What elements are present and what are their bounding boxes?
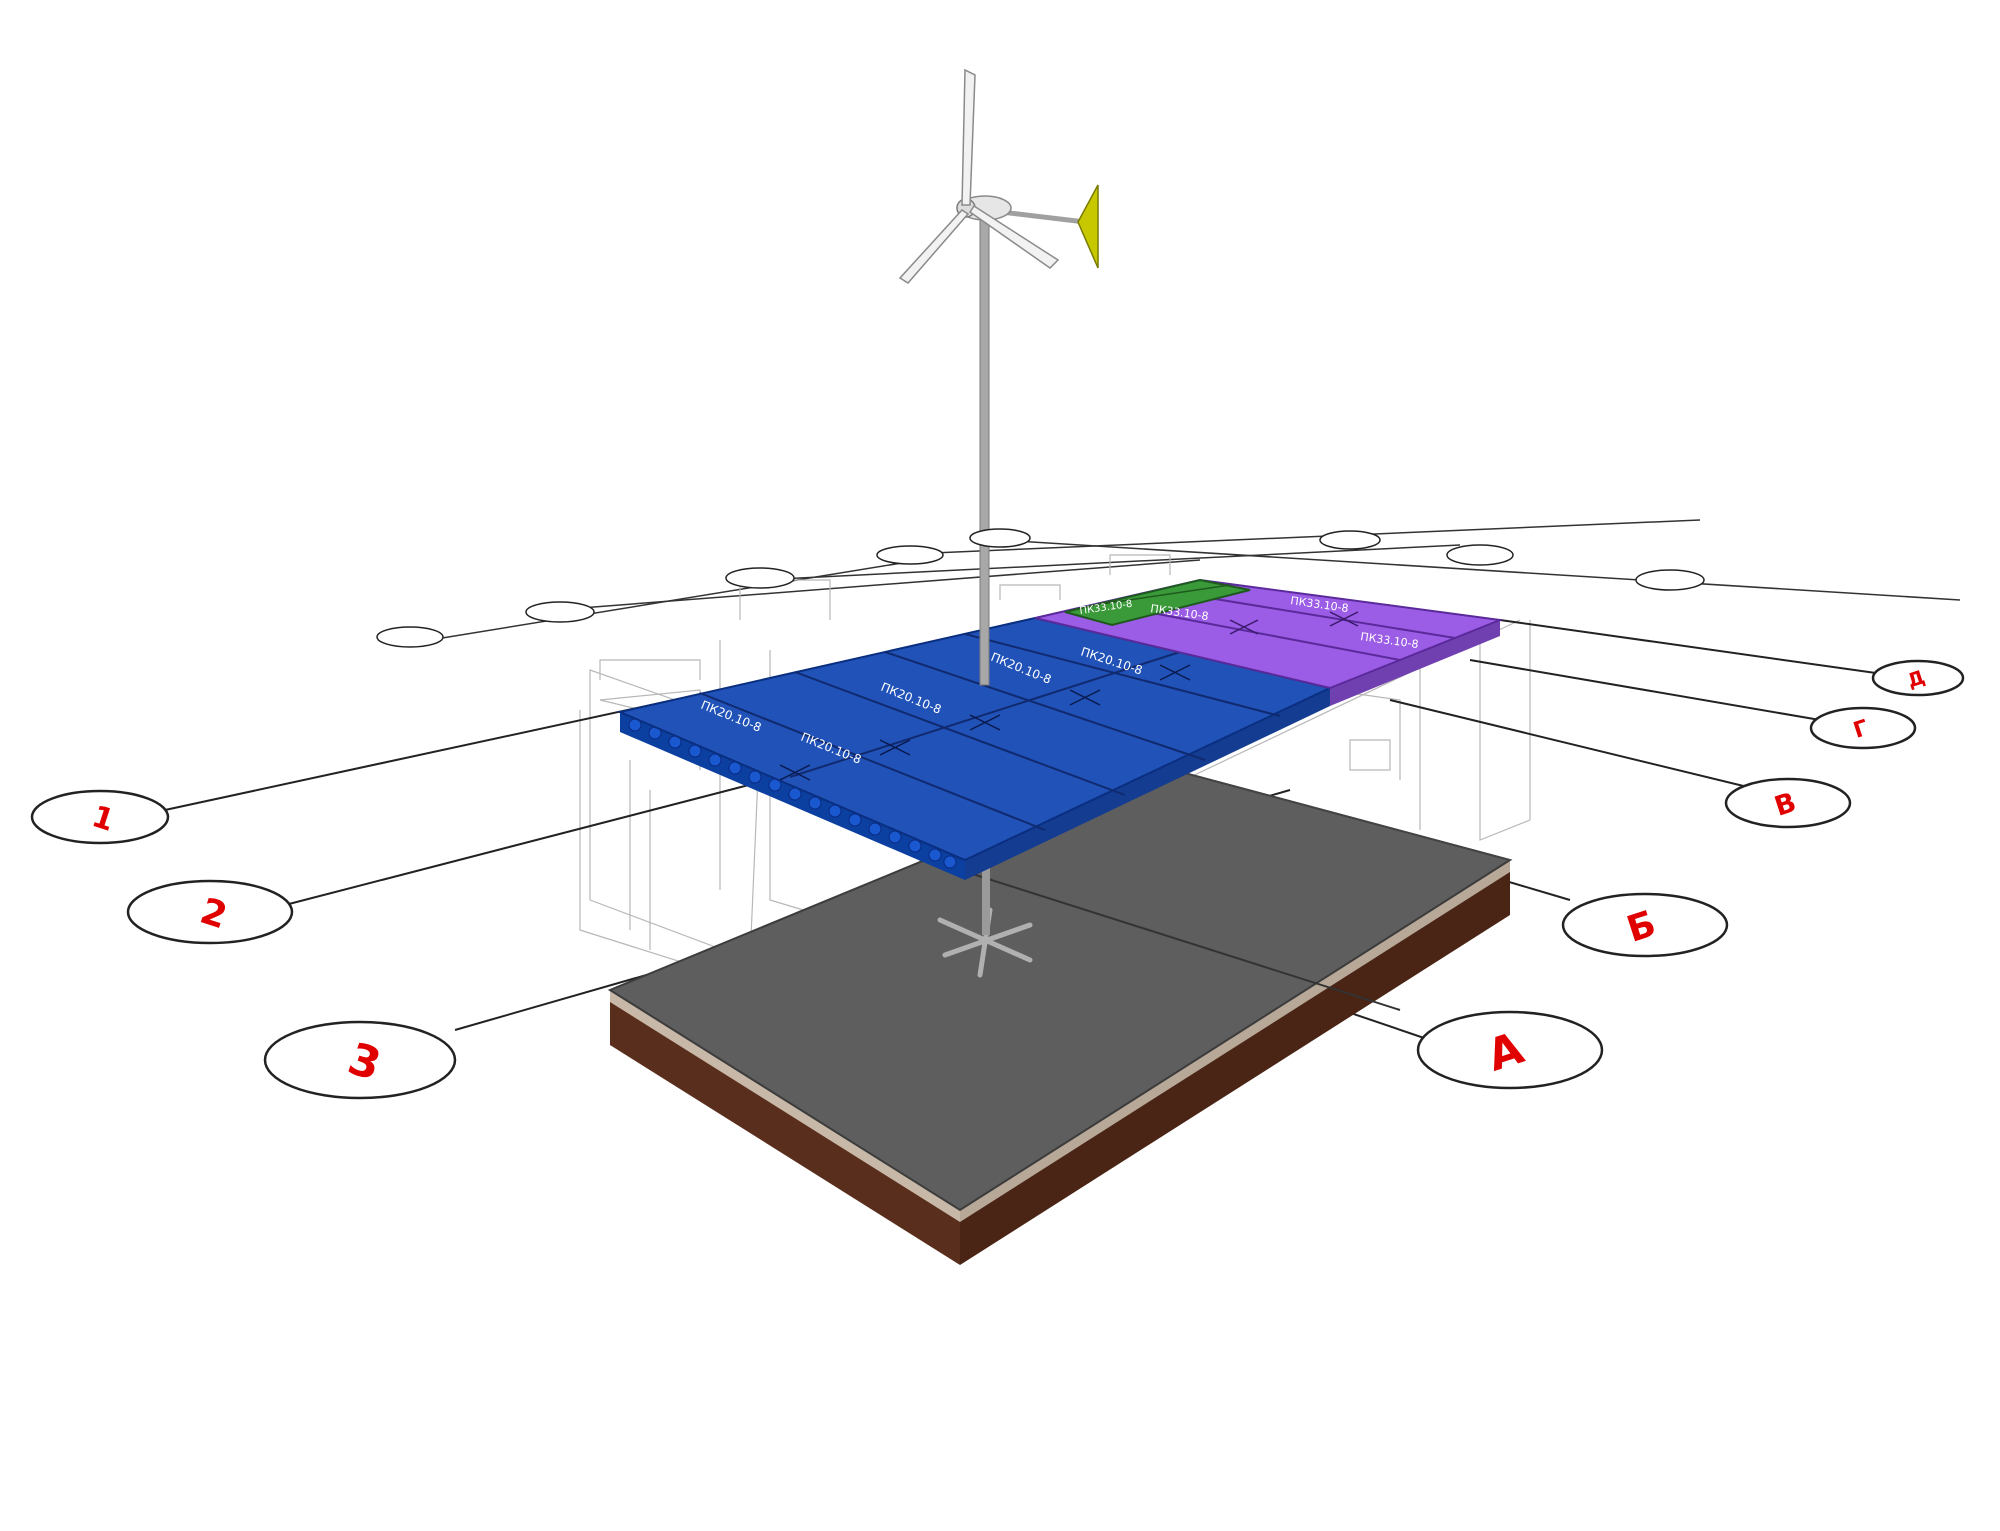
axis-marker-B: Б <box>1561 892 1729 958</box>
turbine-mast <box>979 204 990 686</box>
hollow-cores <box>628 718 957 869</box>
turbine-blade-up <box>961 68 976 206</box>
axis-label-D: Д <box>1905 666 1928 692</box>
tail-vane <box>1077 184 1099 269</box>
turbine-blade-right <box>968 204 1060 269</box>
axis-marker-3: 3 <box>263 1020 457 1100</box>
axis-marker-G: Г <box>1809 706 1917 750</box>
floor-slab-assembly: ПК20.10-8 ПК20.10-8 ПК20.10-8 ПК20.10-8 … <box>616 578 1504 880</box>
mast-lower <box>982 840 990 935</box>
far-axis-bubbles <box>376 528 1705 648</box>
axis-marker-2: 2 <box>126 879 294 945</box>
axis-marker-1: 1 <box>30 789 170 845</box>
axis-marker-D: Д <box>1871 659 1965 697</box>
wind-turbine <box>898 68 1099 686</box>
turbine-blade-left <box>898 209 970 284</box>
ground-plate <box>607 763 1513 1265</box>
axis-marker-V: В <box>1724 777 1852 829</box>
grid-axis-markers: 1 2 3 А Б В Г Д <box>30 659 1965 1100</box>
axis-marker-A: А <box>1416 1010 1604 1090</box>
